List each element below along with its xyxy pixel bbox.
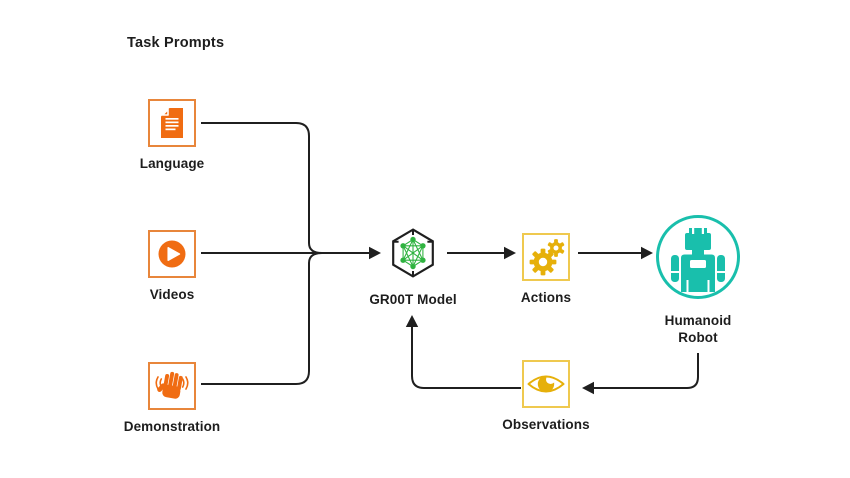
groot-model-label: GR00T Model	[369, 292, 457, 307]
humanoid-robot-icon	[656, 215, 740, 299]
neural-network-cube-icon	[392, 228, 434, 278]
videos-icon-box	[148, 230, 196, 278]
node-humanoid-robot: Humanoid Robot	[628, 215, 768, 346]
task-prompts-heading: Task Prompts	[127, 35, 225, 51]
observations-icon-box	[522, 360, 570, 408]
humanoid-robot-label-line1: Humanoid	[664, 313, 732, 328]
play-icon	[158, 240, 186, 268]
document-icon	[161, 108, 183, 138]
node-demonstration: Demonstration	[102, 362, 242, 434]
observations-label: Observations	[502, 417, 590, 432]
robot-figure	[671, 228, 725, 294]
gears-icon	[529, 239, 565, 276]
actions-icon-box	[522, 233, 570, 281]
humanoid-robot-label: Humanoid Robot	[665, 312, 732, 346]
waving-hand-icon	[155, 371, 189, 399]
node-language: Language	[102, 99, 242, 171]
humanoid-robot-label-line2: Robot	[678, 330, 718, 345]
arrowhead-feedback-into-groot	[405, 315, 419, 327]
node-groot-model: GR00T Model	[343, 221, 483, 307]
demonstration-icon-box	[148, 362, 196, 410]
node-observations: Observations	[476, 360, 616, 432]
node-actions: Actions	[476, 233, 616, 305]
node-videos: Videos	[102, 230, 242, 302]
language-label: Language	[139, 156, 205, 171]
network-edges	[402, 239, 424, 267]
network-nodes	[400, 236, 426, 270]
demonstration-label: Demonstration	[123, 419, 221, 434]
videos-label: Videos	[149, 287, 195, 302]
language-icon-box	[148, 99, 196, 147]
actions-label: Actions	[520, 290, 572, 305]
eye-icon	[527, 374, 565, 393]
